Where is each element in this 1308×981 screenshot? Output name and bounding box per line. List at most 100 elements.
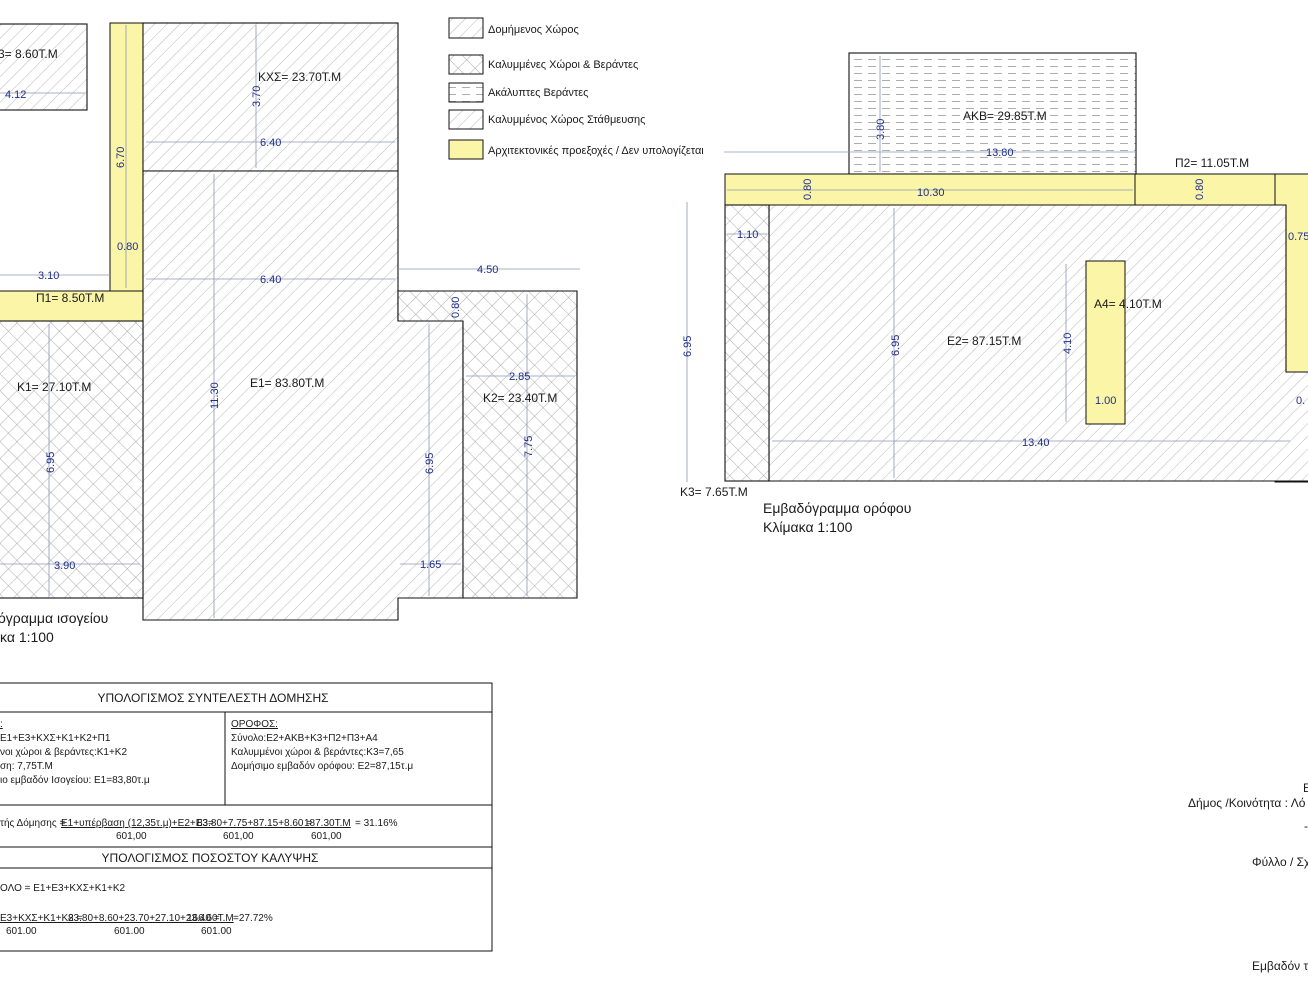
dim-text: 3.70 <box>251 86 263 107</box>
title-block-info: Ε Δήμος /Κοινότητα : Λό - Φύλλο / Σχ Εμβ… <box>1188 781 1308 973</box>
label-p1: Π1= 8.50Τ.Μ <box>36 291 104 305</box>
calc-coverage-result: =27.72% <box>233 913 273 924</box>
calc-frame <box>0 682 493 952</box>
legend-swatch-open-veranda <box>448 82 484 103</box>
calc-left-line: ιο εμβαδόν Ισογείου: Ε1=83,80τ.μ <box>0 774 150 786</box>
area-k1 <box>0 320 144 599</box>
dim-text: 0.80 <box>1194 179 1206 200</box>
calc-coverage-den: 601.00 <box>114 926 145 937</box>
area-e3 <box>0 23 88 111</box>
ground-plan-title: όγραμμα ισογείου <box>0 610 108 626</box>
dim-text: 4.10 <box>1062 333 1074 354</box>
dim-text: 4.12 <box>5 89 26 101</box>
projection-a4 <box>1085 260 1126 425</box>
dim-text: 6.70 <box>115 147 127 168</box>
projection-p1 <box>0 290 144 322</box>
legend-swatch-projection <box>448 139 484 160</box>
floor-plan-scale: Κλίμακα 1:100 <box>763 519 853 535</box>
legend-item: Αρχιτεκτονικές προεξοχές / Δεν υπολογίζε… <box>448 139 704 160</box>
calc-left-line: νοι χώροι & βεράντες:Κ1+Κ2 <box>0 746 127 758</box>
area-k2 <box>397 290 578 599</box>
calc-coverage-line: ΟΛΟ = Ε1+Ε3+ΚΧΣ+Κ1+Κ2 <box>0 883 125 894</box>
legend-swatch-covered <box>448 54 484 75</box>
dim-text: 0.75 <box>1288 231 1308 243</box>
dim-text: 7.75 <box>523 436 535 457</box>
calc-density-den: 601,00 <box>116 831 147 842</box>
calc-density-formula: Ε1+υπέρβαση (12,35τ.μ)+Ε2+Ε3= <box>61 817 214 829</box>
dim-text: 1.65 <box>420 559 441 571</box>
legend-swatch-parking <box>448 109 484 130</box>
legend-label: Δομήμενος Χώρος <box>488 24 579 36</box>
calc-coverage-total: 166.60Τ.Μ <box>187 913 234 924</box>
legend: Δομήμενος Χώρος Καλυμμένες Χώροι & Βεράν… <box>448 17 704 160</box>
calc-left-line: : <box>0 719 3 730</box>
dim-text: 6.40 <box>260 137 281 149</box>
calc-title-coverage: ΥΠΟΛΟΓΙΣΜΟΣ ΠΟΣΟΣΤΟΥ ΚΑΛΥΨΗΣ <box>102 851 319 865</box>
area-e1 <box>142 170 464 621</box>
dim-text: 13.80 <box>986 147 1014 159</box>
dim-text: 1.00 <box>1095 395 1116 407</box>
ground-plan-scale: κα 1:100 <box>0 629 54 645</box>
info-line: Φύλλο / Σχ <box>1252 855 1308 869</box>
calc-density-den: 601,00 <box>223 831 254 842</box>
dim-text: 13.40 <box>1022 437 1050 449</box>
calc-right-head: ΟΡΟΦΟΣ: <box>231 719 278 730</box>
info-line: - <box>1304 819 1308 833</box>
dim-text: 3.10 <box>38 270 59 282</box>
upper-floor-plan: ΑΚΒ= 29.85Τ.Μ Π2= 11.05Τ.Μ Α4= 4.10Τ.Μ Ε… <box>680 52 1308 535</box>
label-k3: Κ3= 7.65Τ.Μ <box>680 485 748 499</box>
dim-text: 6.95 <box>890 335 902 356</box>
calc-title-density: ΥΠΟΛΟΓΙΣΜΟΣ ΣΥΝΤΕΛΕΣΤΗ ΔΟΜΗΣΗΣ <box>97 691 328 705</box>
area-k3 <box>724 204 770 482</box>
label-k1: Κ1= 27.10Τ.Μ <box>17 380 91 394</box>
calc-left-line: Ε1+Ε3+ΚΧΣ+Κ1+Κ2+Π1 <box>0 733 111 744</box>
legend-label: Καλυμμένες Χώροι & Βεράντες <box>488 59 638 71</box>
dim-text: 0.80 <box>802 179 814 200</box>
calc-coverage-den: 601.00 <box>6 926 37 937</box>
dim-text: 0. <box>1296 395 1305 407</box>
calc-coverage-den: 601.00 <box>201 926 232 937</box>
dim-text: 6.95 <box>424 453 436 474</box>
dim-text: 6.40 <box>260 274 281 286</box>
label-akb: ΑΚΒ= 29.85Τ.Μ <box>963 109 1047 123</box>
calc-density-total: 187.30Τ.Μ <box>304 818 351 829</box>
legend-label: Καλυμμένος Χώρος Στάθμευσης <box>488 114 645 126</box>
calc-right-line: Καλυμμένοι χώροι & βεράντες:Κ3=7,65 <box>231 746 404 758</box>
projection-vertical <box>109 22 144 292</box>
label-p2: Π2= 11.05Τ.Μ <box>1175 156 1249 170</box>
label-e3: 3= 8.60Τ.Μ <box>0 47 58 61</box>
label-e1: Ε1= 83.80Τ.Μ <box>250 376 324 390</box>
info-line: Δήμος /Κοινότητα : Λό <box>1188 796 1306 810</box>
area-kxs <box>142 22 399 172</box>
dim-text: 4.50 <box>477 264 498 276</box>
dim-text: 0.80 <box>117 241 138 253</box>
calc-coverage-values: 83.80+8.60+23.70+27.10+23.40 = <box>68 913 220 924</box>
dim-text: 3.80 <box>875 119 887 140</box>
label-k2: Κ2= 23.40Τ.Μ <box>483 391 557 405</box>
calc-density-prefix: τής Δόμησης = <box>0 817 65 829</box>
legend-swatch-built <box>448 17 484 39</box>
legend-item: Δομήμενος Χώρος <box>448 17 579 39</box>
calc-density-result: = 31.16% <box>355 818 398 829</box>
calc-left-line: ση: 7,75Τ.Μ <box>0 761 53 772</box>
calc-density-den: 601,00 <box>311 831 342 842</box>
legend-item: Ακάλυπτες Βεράντες <box>448 82 588 103</box>
legend-label: Αρχιτεκτονικές προεξοχές / Δεν υπολογίζε… <box>488 145 704 157</box>
legend-item: Καλυμμένες Χώροι & Βεράντες <box>448 54 638 75</box>
legend-item: Καλυμμένος Χώρος Στάθμευσης <box>448 109 645 130</box>
dim-text: 10.30 <box>917 187 945 199</box>
calc-coverage-formula: Ε3+ΚΧΣ+Κ1+Κ2 = <box>0 913 83 924</box>
floor-plan-title: Εμβαδόγραμμα ορόφου <box>763 500 911 516</box>
legend-label: Ακάλυπτες Βεράντες <box>488 87 588 99</box>
calc-right-line: Σύνολο:Ε2+ΑΚΒ+Κ3+Π2+Π3+Α4 <box>231 732 378 744</box>
info-line: Ε <box>1303 781 1308 795</box>
calculation-table: ΥΠΟΛΟΓΙΣΜΟΣ ΣΥΝΤΕΛΕΣΤΗ ΔΟΜΗΣΗΣ : Ε1+Ε3+Κ… <box>0 682 493 952</box>
calc-right-line: Δομήσιμο εμβαδόν ορόφου: Ε2=87,15τ.μ <box>231 760 413 772</box>
dim-text: 6.95 <box>45 452 57 473</box>
label-e2: Ε2= 87.15Τ.Μ <box>947 334 1021 348</box>
label-kxs: ΚΧΣ= 23.70Τ.Μ <box>258 70 341 84</box>
dim-text: 11.30 <box>209 382 221 409</box>
dim-text: 0.80 <box>450 297 462 318</box>
label-a4: Α4= 4.10Τ.Μ <box>1094 297 1162 311</box>
